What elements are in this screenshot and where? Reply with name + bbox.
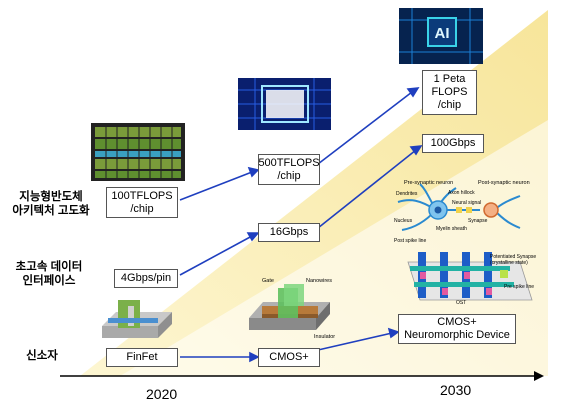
transistor-label-nanowires: Nanowires xyxy=(306,278,332,284)
arrow-100tf-500tf xyxy=(179,171,253,201)
transistor-label-gate: Gate xyxy=(262,278,274,284)
row-label-interface: 초고속 데이터 인터페이스 xyxy=(15,261,83,287)
crossbar-label-potentiated: Potentiated Synapse (crystalline state) xyxy=(490,254,537,266)
box-500tflops: 500TFLOPS /chip xyxy=(258,154,320,185)
neuron-label-nucleus: Nucleus xyxy=(394,218,413,224)
neuron-label-pre: Pre-synaptic neuron xyxy=(404,180,454,186)
neuron-illustration xyxy=(397,183,521,231)
progress-arrows xyxy=(179,87,423,363)
finfet-illustration xyxy=(102,300,172,338)
arrow-cmos-neuro xyxy=(317,332,393,351)
box-1peta: 1 Peta FLOPS /chip xyxy=(422,70,477,115)
year-2020: 2020 xyxy=(146,386,178,402)
nanowire-transistor-illustration xyxy=(249,284,330,330)
box-cmos-plus: CMOS+ xyxy=(258,348,320,367)
box-4gbps: 4Gbps/pin xyxy=(114,269,178,288)
neuron-label-post: Post-synaptic neuron xyxy=(478,180,530,186)
arrow-16g-100g xyxy=(317,149,417,229)
glowing-chip-image xyxy=(238,78,331,130)
neuron-label-myelin: Myelin sheath xyxy=(436,226,467,232)
row-label-architecture: 지능형반도체 아키텍처 고도화 xyxy=(12,191,90,217)
gpu-die-image xyxy=(91,123,185,181)
crossbar-illustration xyxy=(407,252,533,301)
year-2030: 2030 xyxy=(440,382,472,398)
neuron-label-dendrites: Dendrites xyxy=(396,191,418,197)
crossbar-label-post-spike: Post spike line xyxy=(394,238,427,244)
neuron-label-synapse: Synapse xyxy=(468,218,488,224)
arrow-4g-16g xyxy=(179,235,253,276)
neuron-label-axon-hillock: Axon hillock xyxy=(448,190,475,196)
box-100gbps: 100Gbps xyxy=(422,134,484,153)
crossbar-label-ost: OST xyxy=(456,300,467,306)
roadmap-wedge-highlight xyxy=(120,120,548,376)
svg-text:AI: AI xyxy=(435,25,450,42)
ai-chip-image: AI xyxy=(399,8,483,64)
timeline-arrowhead xyxy=(534,371,544,381)
box-finfet: FinFet xyxy=(106,348,178,367)
row-label-device: 신소자 xyxy=(26,350,58,362)
box-16gbps: 16Gbps xyxy=(258,223,320,242)
arrow-500tf-1peta xyxy=(317,91,413,165)
transistor-label-insulator: Insulator xyxy=(314,334,336,340)
crossbar-label-pre-spike: Pre spike line xyxy=(504,284,535,290)
box-100tflops: 100TFLOPS /chip xyxy=(106,187,178,218)
neuron-label-neural-signal: Neural signal xyxy=(452,200,482,206)
box-neuromorphic: CMOS+ Neuromorphic Device xyxy=(398,314,516,344)
